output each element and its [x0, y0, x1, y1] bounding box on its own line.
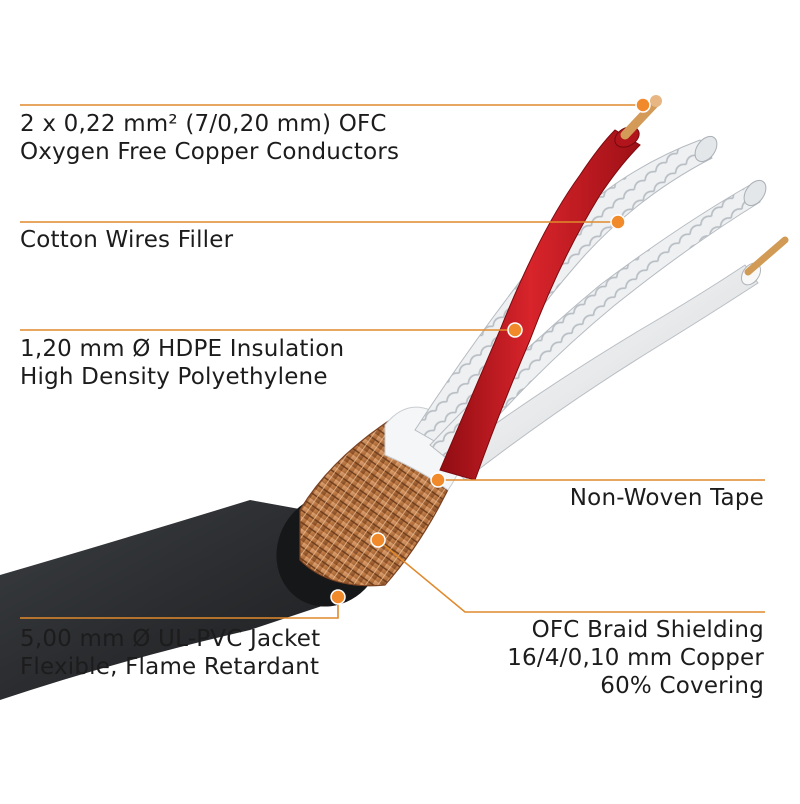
tape-label-line-1: Non-Woven Tape — [569, 485, 764, 511]
jacket-label-line-2: Flexible, Flame Retardant — [20, 654, 320, 680]
conductors-dot — [635, 97, 651, 113]
insulation-dot — [507, 322, 523, 338]
shield-label-line-2: 16/4/0,10 mm Copper — [507, 645, 764, 671]
filler-label: Cotton Wires Filler — [20, 226, 233, 254]
conductors-label-line-2: Oxygen Free Copper Conductors — [20, 139, 400, 165]
jacket-label-line-1: 5,00 mm Ø UL-PVC Jacket — [20, 626, 321, 652]
conductors-label: 2 x 0,22 mm² (7/0,20 mm) OFC Oxygen Free… — [20, 110, 399, 166]
white-conductor — [444, 236, 789, 481]
insulation-label-line-2: High Density Polyethylene — [20, 364, 328, 390]
shield-leader — [377, 539, 765, 613]
tape-label: Non-Woven Tape — [570, 484, 764, 512]
jacket-dot — [330, 589, 346, 605]
shield-label-line-1: OFC Braid Shielding — [531, 617, 764, 643]
shield-dot — [370, 532, 386, 548]
jacket-label: 5,00 mm Ø UL-PVC Jacket Flexible, Flame … — [20, 625, 320, 681]
filler-label-line-1: Cotton Wires Filler — [20, 227, 234, 253]
shield-label: OFC Braid Shielding 16/4/0,10 mm Copper … — [507, 616, 764, 700]
callout-leaders — [20, 97, 765, 619]
filler-dot — [610, 214, 626, 230]
insulation-label-line-1: 1,20 mm Ø HDPE Insulation — [20, 336, 345, 362]
conductors-label-line-1: 2 x 0,22 mm² (7/0,20 mm) OFC — [20, 111, 387, 137]
shield-label-line-3: 60% Covering — [600, 673, 764, 699]
insulation-label: 1,20 mm Ø HDPE Insulation High Density P… — [20, 335, 344, 391]
tape-dot — [430, 472, 446, 488]
